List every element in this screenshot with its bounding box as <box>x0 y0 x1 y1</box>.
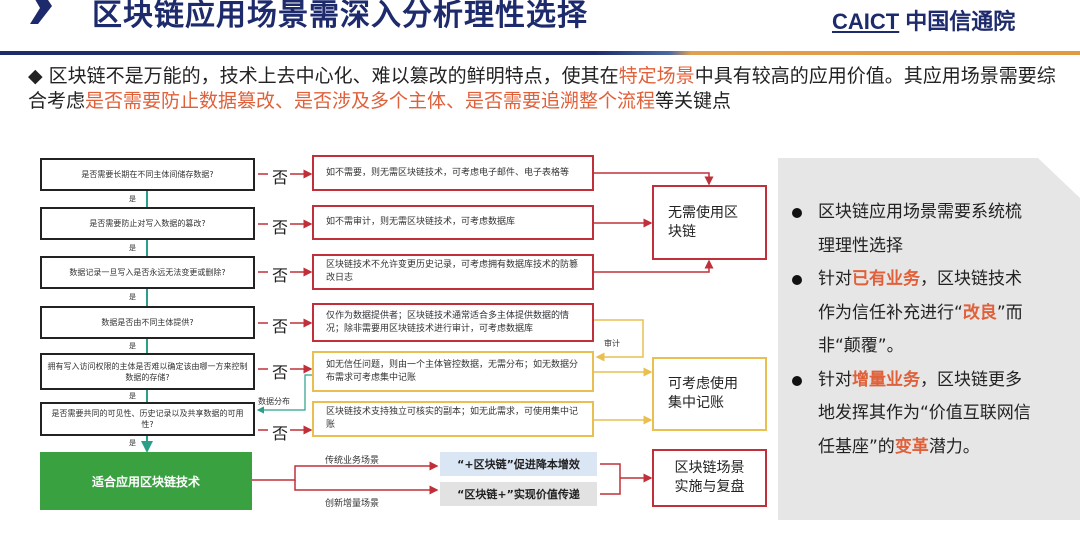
header-divider <box>0 51 1080 55</box>
yes-label: 是 <box>129 392 136 400</box>
page-title: 区块链应用场景需深入分析理性选择 <box>92 0 588 33</box>
suitable-blockchain-box: 适合应用区块链技术 <box>40 452 252 510</box>
yes-label: 是 <box>129 293 136 301</box>
implementation-box: 区块链场景实施与复盘 <box>652 449 767 507</box>
question-6: 是否需要共同的可见性、历史记录以及共享数据的可用性? <box>40 402 255 436</box>
question-5: 拥有写入访问权限的主体是否难以确定该由哪一方来控制数据的存储? <box>40 353 255 390</box>
outcome-4: 仅作为数据提供者；区块链技术通常适合多主体提供数据的情况；除非需要用区块链技术进… <box>312 303 594 342</box>
outcome-3: 区块链技术不允许变更历史记录，可考虑拥有数据库技术的防篡改日志 <box>312 254 594 290</box>
question-1: 是否需要长期在不同主体间储存数据? <box>40 158 255 191</box>
outcome-6: 区块链技术支持独立可核实的副本；如无此需求，可使用集中记账 <box>312 401 594 437</box>
summary-panel: 区块链应用场景需要系统梳理理性选择 针对已有业务，区块链技术作为信任补充进行“改… <box>778 158 1080 520</box>
summary-bullet-1: 区块链应用场景需要系统梳理理性选择 <box>788 196 1038 263</box>
audit-label: 审计 <box>604 339 620 348</box>
question-4: 数据是否由不同主体提供? <box>40 306 255 339</box>
traditional-label: 传统业务场景 <box>325 456 380 466</box>
yes-label: 是 <box>129 195 136 203</box>
yes-label: 是 <box>129 342 136 350</box>
no-label: 否 <box>272 168 289 187</box>
summary-bullet-2: 针对已有业务，区块链技术作为信任补充进行“改良”而非“颠覆”。 <box>788 263 1038 364</box>
question-2: 是否需要防止对写入数据的篡改? <box>40 207 255 240</box>
question-3: 数据记录一旦写入是否永远无法变更或删除? <box>40 256 255 289</box>
plus-blockchain-box: “+区块链”促进降本增效 <box>440 452 597 476</box>
yes-label: 是 <box>129 439 136 447</box>
chevron-icon <box>30 0 52 24</box>
no-label: 否 <box>272 317 289 336</box>
no-label: 否 <box>272 266 289 285</box>
yes-label: 是 <box>129 244 136 252</box>
no-blockchain-box: 无需使用区块链 <box>652 185 767 260</box>
centralized-ledger-box: 可考虑使用集中记账 <box>652 357 767 431</box>
intro-text: ◆ 区块链不是万能的，技术上去中心化、难以篡改的鲜明特点，使其在特定场景中具有较… <box>28 65 1056 112</box>
no-label: 否 <box>272 424 289 443</box>
outcome-1: 如不需要，则无需区块链技术，可考虑电子邮件、电子表格等 <box>312 155 594 191</box>
outcome-5: 如无信任问题，则由一个主体管控数据，无需分布；如无数据分布需求可考虑集中记账 <box>312 351 594 392</box>
blockchain-plus-box: “区块链+”实现价值传递 <box>440 482 597 506</box>
innovative-label: 创新增量场景 <box>325 499 380 509</box>
summary-bullet-3: 针对增量业务，区块链更多地发挥其作为“价值互联网信任基座”的变革潜力。 <box>788 364 1038 465</box>
distribution-label: 数据分布 <box>258 397 290 406</box>
outcome-2: 如不需审计，则无需区块链技术，可考虑数据库 <box>312 205 594 240</box>
no-label: 否 <box>272 218 289 237</box>
no-label: 否 <box>272 363 289 382</box>
